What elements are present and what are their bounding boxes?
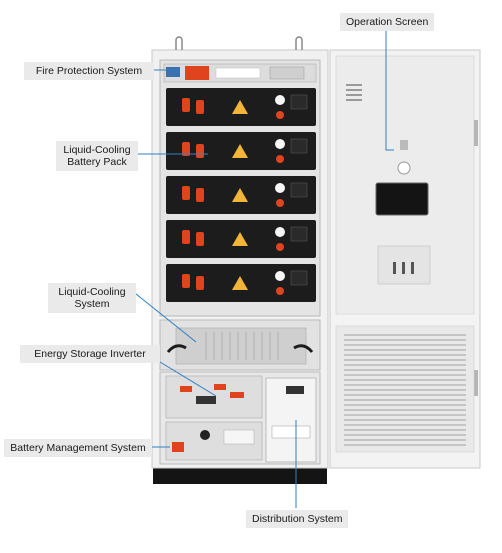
louver-slat <box>344 399 466 401</box>
label-inverter-text: Energy Storage Inverter <box>34 348 146 360</box>
leader-operation-screen <box>385 30 394 151</box>
lifting-eye-right <box>295 36 303 50</box>
door-louvers <box>344 334 466 446</box>
leader-inverter <box>159 361 217 397</box>
label-battery-pack: Liquid-Cooling Battery Pack <box>56 141 138 171</box>
louver-slat <box>344 384 466 386</box>
fire-sensor <box>166 67 180 77</box>
inverter-port-3 <box>230 392 244 398</box>
battery-module-5 <box>166 264 316 302</box>
cooling-vent-lines <box>205 332 279 360</box>
louver-slat <box>344 414 466 416</box>
louver-slat <box>344 349 466 351</box>
door-lock <box>397 161 411 175</box>
leader-cooling-system <box>135 293 197 343</box>
bms-display <box>223 429 255 445</box>
door-hinge-upper <box>474 120 478 146</box>
battery-module-4 <box>166 220 316 258</box>
battery-module-2 <box>166 132 316 170</box>
label-bms-text: Battery Management System <box>10 442 146 454</box>
louver-slat <box>344 409 466 411</box>
inverter-port-1 <box>180 386 192 392</box>
louver-slat <box>344 444 466 446</box>
label-bms: Battery Management System <box>4 439 152 457</box>
cabinet-base <box>153 466 327 484</box>
distribution-panel <box>271 425 311 439</box>
label-cooling-line2: System <box>74 298 110 310</box>
louver-slat <box>344 369 466 371</box>
operation-screen-display <box>375 182 429 216</box>
door-hinge-lower <box>474 370 478 396</box>
inverter-connector <box>196 396 216 404</box>
door-handle <box>393 262 414 274</box>
bms-knob <box>200 430 210 440</box>
louver-slat <box>344 434 466 436</box>
label-inverter: Energy Storage Inverter <box>20 345 160 363</box>
louver-slat <box>344 359 466 361</box>
fire-extinguisher-module <box>185 66 209 80</box>
leader-lines <box>135 30 394 508</box>
coolant-pipe-left <box>166 344 187 353</box>
louver-slat <box>344 424 466 426</box>
louver-slat <box>344 339 466 341</box>
cooling-unit <box>175 327 307 365</box>
door-indicator <box>400 140 408 150</box>
fire-detector <box>269 66 305 80</box>
label-battery-pack-line2: Battery Pack <box>67 156 127 168</box>
label-cooling-system: Liquid-Cooling System <box>48 283 136 313</box>
label-fire-protection: Fire Protection System <box>24 62 154 80</box>
louver-slat <box>344 439 466 441</box>
louver-slat <box>344 419 466 421</box>
louver-slat <box>344 334 466 336</box>
louver-slat <box>344 429 466 431</box>
inverter-port-2 <box>214 384 226 390</box>
louver-slat <box>344 394 466 396</box>
battery-module-3 <box>166 176 316 214</box>
label-battery-pack-line1: Liquid-Cooling <box>63 144 131 156</box>
label-fire-protection-text: Fire Protection System <box>35 65 143 77</box>
label-distribution-text: Distribution System <box>252 513 343 525</box>
coolant-pipe-right <box>293 344 314 353</box>
distribution-switch <box>286 386 304 394</box>
battery-module-1 <box>166 88 316 126</box>
door-vent-small <box>346 84 362 101</box>
fire-panel <box>215 67 261 79</box>
label-cooling-line1: Liquid-Cooling <box>58 286 126 298</box>
lifting-eye-left <box>175 36 183 50</box>
label-operation-screen: Operation Screen <box>340 13 434 31</box>
label-distribution: Distribution System <box>246 510 348 528</box>
label-operation-screen-text: Operation Screen <box>346 16 429 28</box>
louver-slat <box>344 389 466 391</box>
louver-slat <box>344 374 466 376</box>
louver-slat <box>344 354 466 356</box>
louver-slat <box>344 344 466 346</box>
louver-slat <box>344 364 466 366</box>
bms-breaker <box>172 442 184 452</box>
louver-slat <box>344 404 466 406</box>
louver-slat <box>344 379 466 381</box>
